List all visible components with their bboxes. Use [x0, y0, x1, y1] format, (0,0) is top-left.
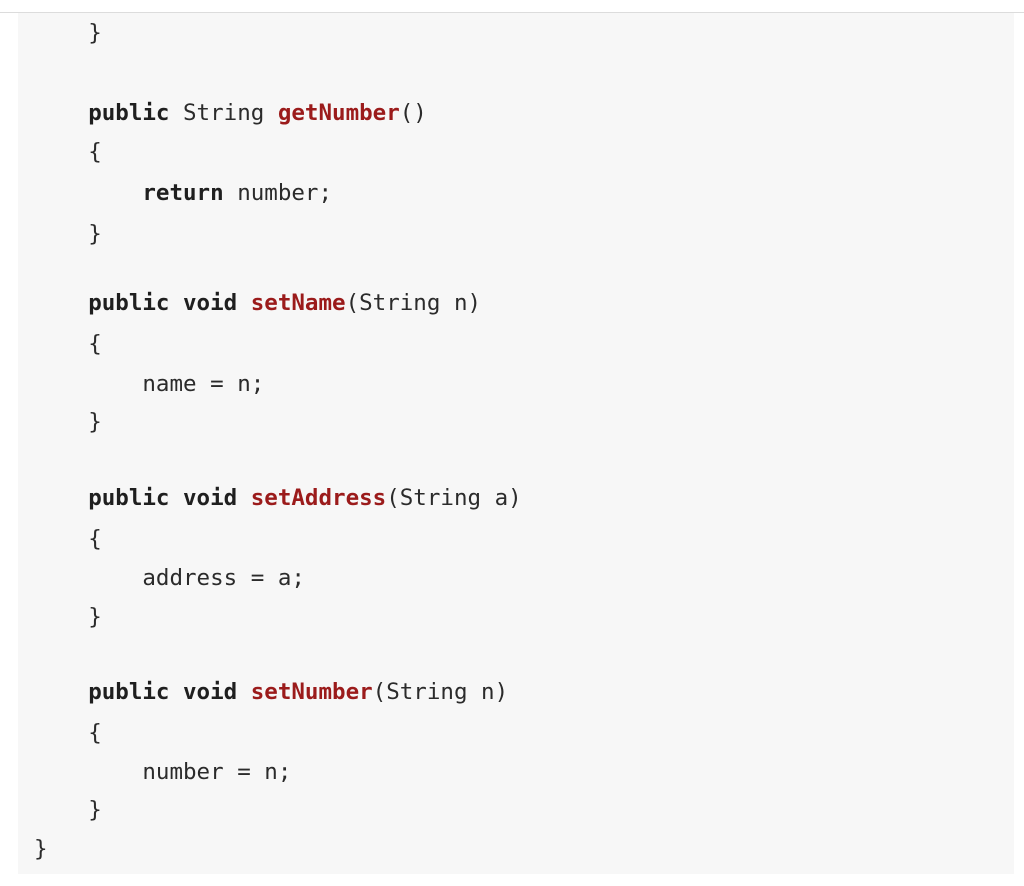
- code-text: [169, 485, 183, 511]
- code-text: number;: [223, 180, 333, 206]
- code-line: }: [34, 601, 102, 633]
- code-indent: [34, 604, 88, 630]
- code-text: {: [88, 526, 102, 552]
- code-indent: [34, 409, 88, 435]
- code-text: (String n): [372, 679, 509, 705]
- code-line: return number;: [34, 177, 332, 209]
- code-text: [237, 485, 251, 511]
- code-indent: [34, 526, 88, 552]
- keyword: void: [183, 290, 238, 316]
- code-text: }: [88, 604, 102, 630]
- code-line: }: [34, 794, 102, 826]
- code-indent: [34, 759, 142, 785]
- code-text: [169, 679, 183, 705]
- code-text: [237, 290, 251, 316]
- code-indent: [34, 565, 142, 591]
- code-line: }: [34, 833, 48, 865]
- code-line: public void setName(String n): [34, 287, 481, 319]
- code-indent: [34, 797, 88, 823]
- function-name: setNumber: [250, 679, 373, 705]
- keyword: public: [88, 290, 170, 316]
- code-indent: [34, 290, 88, 316]
- code-text: }: [88, 797, 102, 823]
- code-indent: [34, 20, 88, 46]
- keyword: public: [88, 679, 170, 705]
- code-line: public String getNumber(): [34, 97, 427, 129]
- code-text: }: [88, 221, 102, 247]
- code-text: number = n;: [142, 759, 292, 785]
- code-line: public void setNumber(String n): [34, 676, 508, 708]
- code-line: name = n;: [34, 368, 264, 400]
- keyword: return: [142, 180, 224, 206]
- keyword: public: [88, 485, 170, 511]
- code-text: (String n): [345, 290, 482, 316]
- function-name: getNumber: [277, 100, 400, 126]
- code-text: }: [88, 409, 102, 435]
- code-text: }: [88, 20, 102, 46]
- code-text: {: [88, 139, 102, 165]
- code-text: {: [88, 720, 102, 746]
- keyword: void: [183, 485, 238, 511]
- code-line: public void setAddress(String a): [34, 482, 522, 514]
- code-text: name = n;: [142, 371, 265, 397]
- code-text: [169, 290, 183, 316]
- code-indent: [34, 679, 88, 705]
- code-line: {: [34, 136, 102, 168]
- code-indent: [34, 720, 88, 746]
- code-line: }: [34, 17, 102, 49]
- code-text: {: [88, 331, 102, 357]
- code-line: {: [34, 328, 102, 360]
- code-line: address = a;: [34, 562, 305, 594]
- code-text: address = a;: [142, 565, 305, 591]
- code-text: [237, 679, 251, 705]
- top-border: [0, 0, 1024, 13]
- code-text: }: [34, 836, 48, 862]
- code-line: number = n;: [34, 756, 291, 788]
- code-indent: [34, 221, 88, 247]
- code-indent: [34, 100, 88, 126]
- function-name: setAddress: [250, 485, 387, 511]
- keyword: void: [183, 679, 238, 705]
- code-text: (String a): [386, 485, 522, 511]
- code-line: {: [34, 523, 102, 555]
- code-text: String: [169, 100, 278, 126]
- code-indent: [34, 180, 142, 206]
- code-line: }: [34, 406, 102, 438]
- function-name: setName: [250, 290, 346, 316]
- code-indent: [34, 139, 88, 165]
- code-line: {: [34, 717, 102, 749]
- keyword: public: [88, 100, 170, 126]
- code-indent: [34, 331, 88, 357]
- code-text: (): [399, 100, 427, 126]
- code-line: }: [34, 218, 102, 250]
- code-indent: [34, 485, 88, 511]
- code-block[interactable]: } public String getNumber() { return num…: [18, 13, 1014, 874]
- code-indent: [34, 371, 142, 397]
